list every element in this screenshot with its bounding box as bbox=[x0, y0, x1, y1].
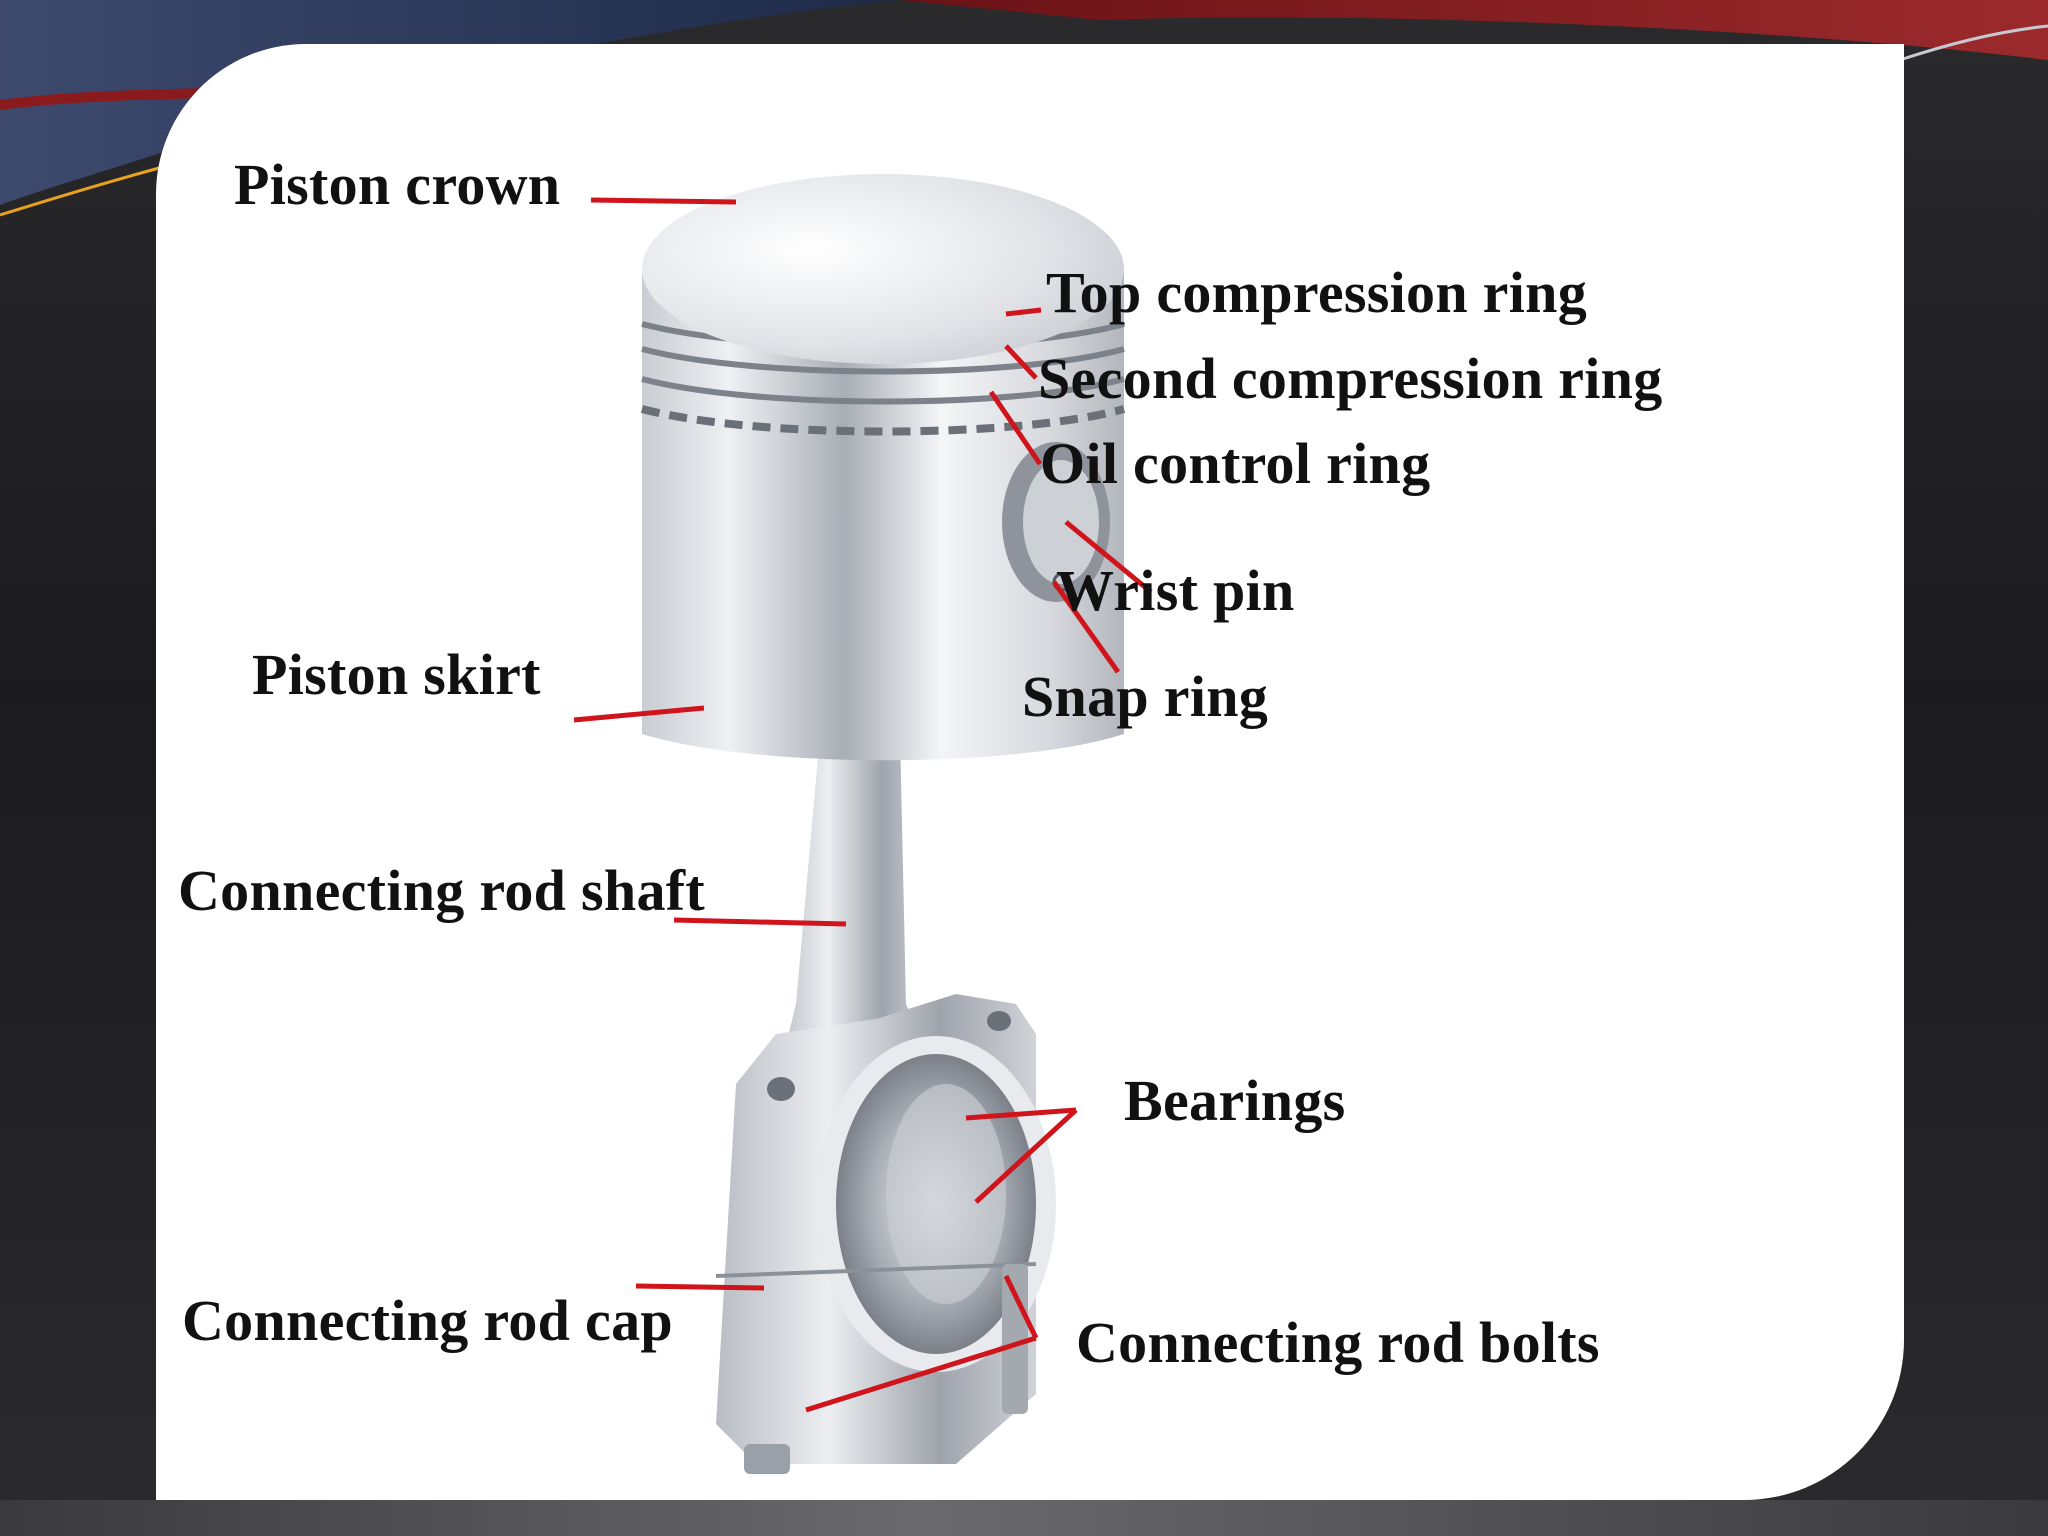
leader-piston-crown bbox=[591, 200, 736, 202]
bolt-hole-right bbox=[987, 1011, 1011, 1031]
label-snap-ring: Snap ring bbox=[1022, 668, 1268, 726]
label-wrist-pin: Wrist pin bbox=[1056, 562, 1295, 620]
diagram-card: Piston crown Top compression ring Second… bbox=[156, 44, 1904, 1500]
label-top-compression-ring: Top compression ring bbox=[1046, 264, 1587, 322]
bolt-right bbox=[1002, 1264, 1028, 1414]
bottom-strip bbox=[0, 1500, 2048, 1536]
label-second-compression-ring: Second compression ring bbox=[1038, 350, 1663, 408]
bolt-left bbox=[744, 1444, 790, 1474]
label-bearings: Bearings bbox=[1124, 1072, 1346, 1130]
piston-illustration bbox=[156, 44, 1904, 1500]
label-piston-skirt: Piston skirt bbox=[252, 646, 541, 704]
label-oil-control-ring: Oil control ring bbox=[1040, 435, 1430, 493]
label-connecting-rod-bolts: Connecting rod bolts bbox=[1076, 1314, 1600, 1372]
label-piston-crown: Piston crown bbox=[234, 156, 560, 214]
label-connecting-rod-shaft: Connecting rod shaft bbox=[178, 862, 705, 920]
bolt-hole-left bbox=[767, 1077, 795, 1101]
label-connecting-rod-cap: Connecting rod cap bbox=[182, 1292, 673, 1350]
